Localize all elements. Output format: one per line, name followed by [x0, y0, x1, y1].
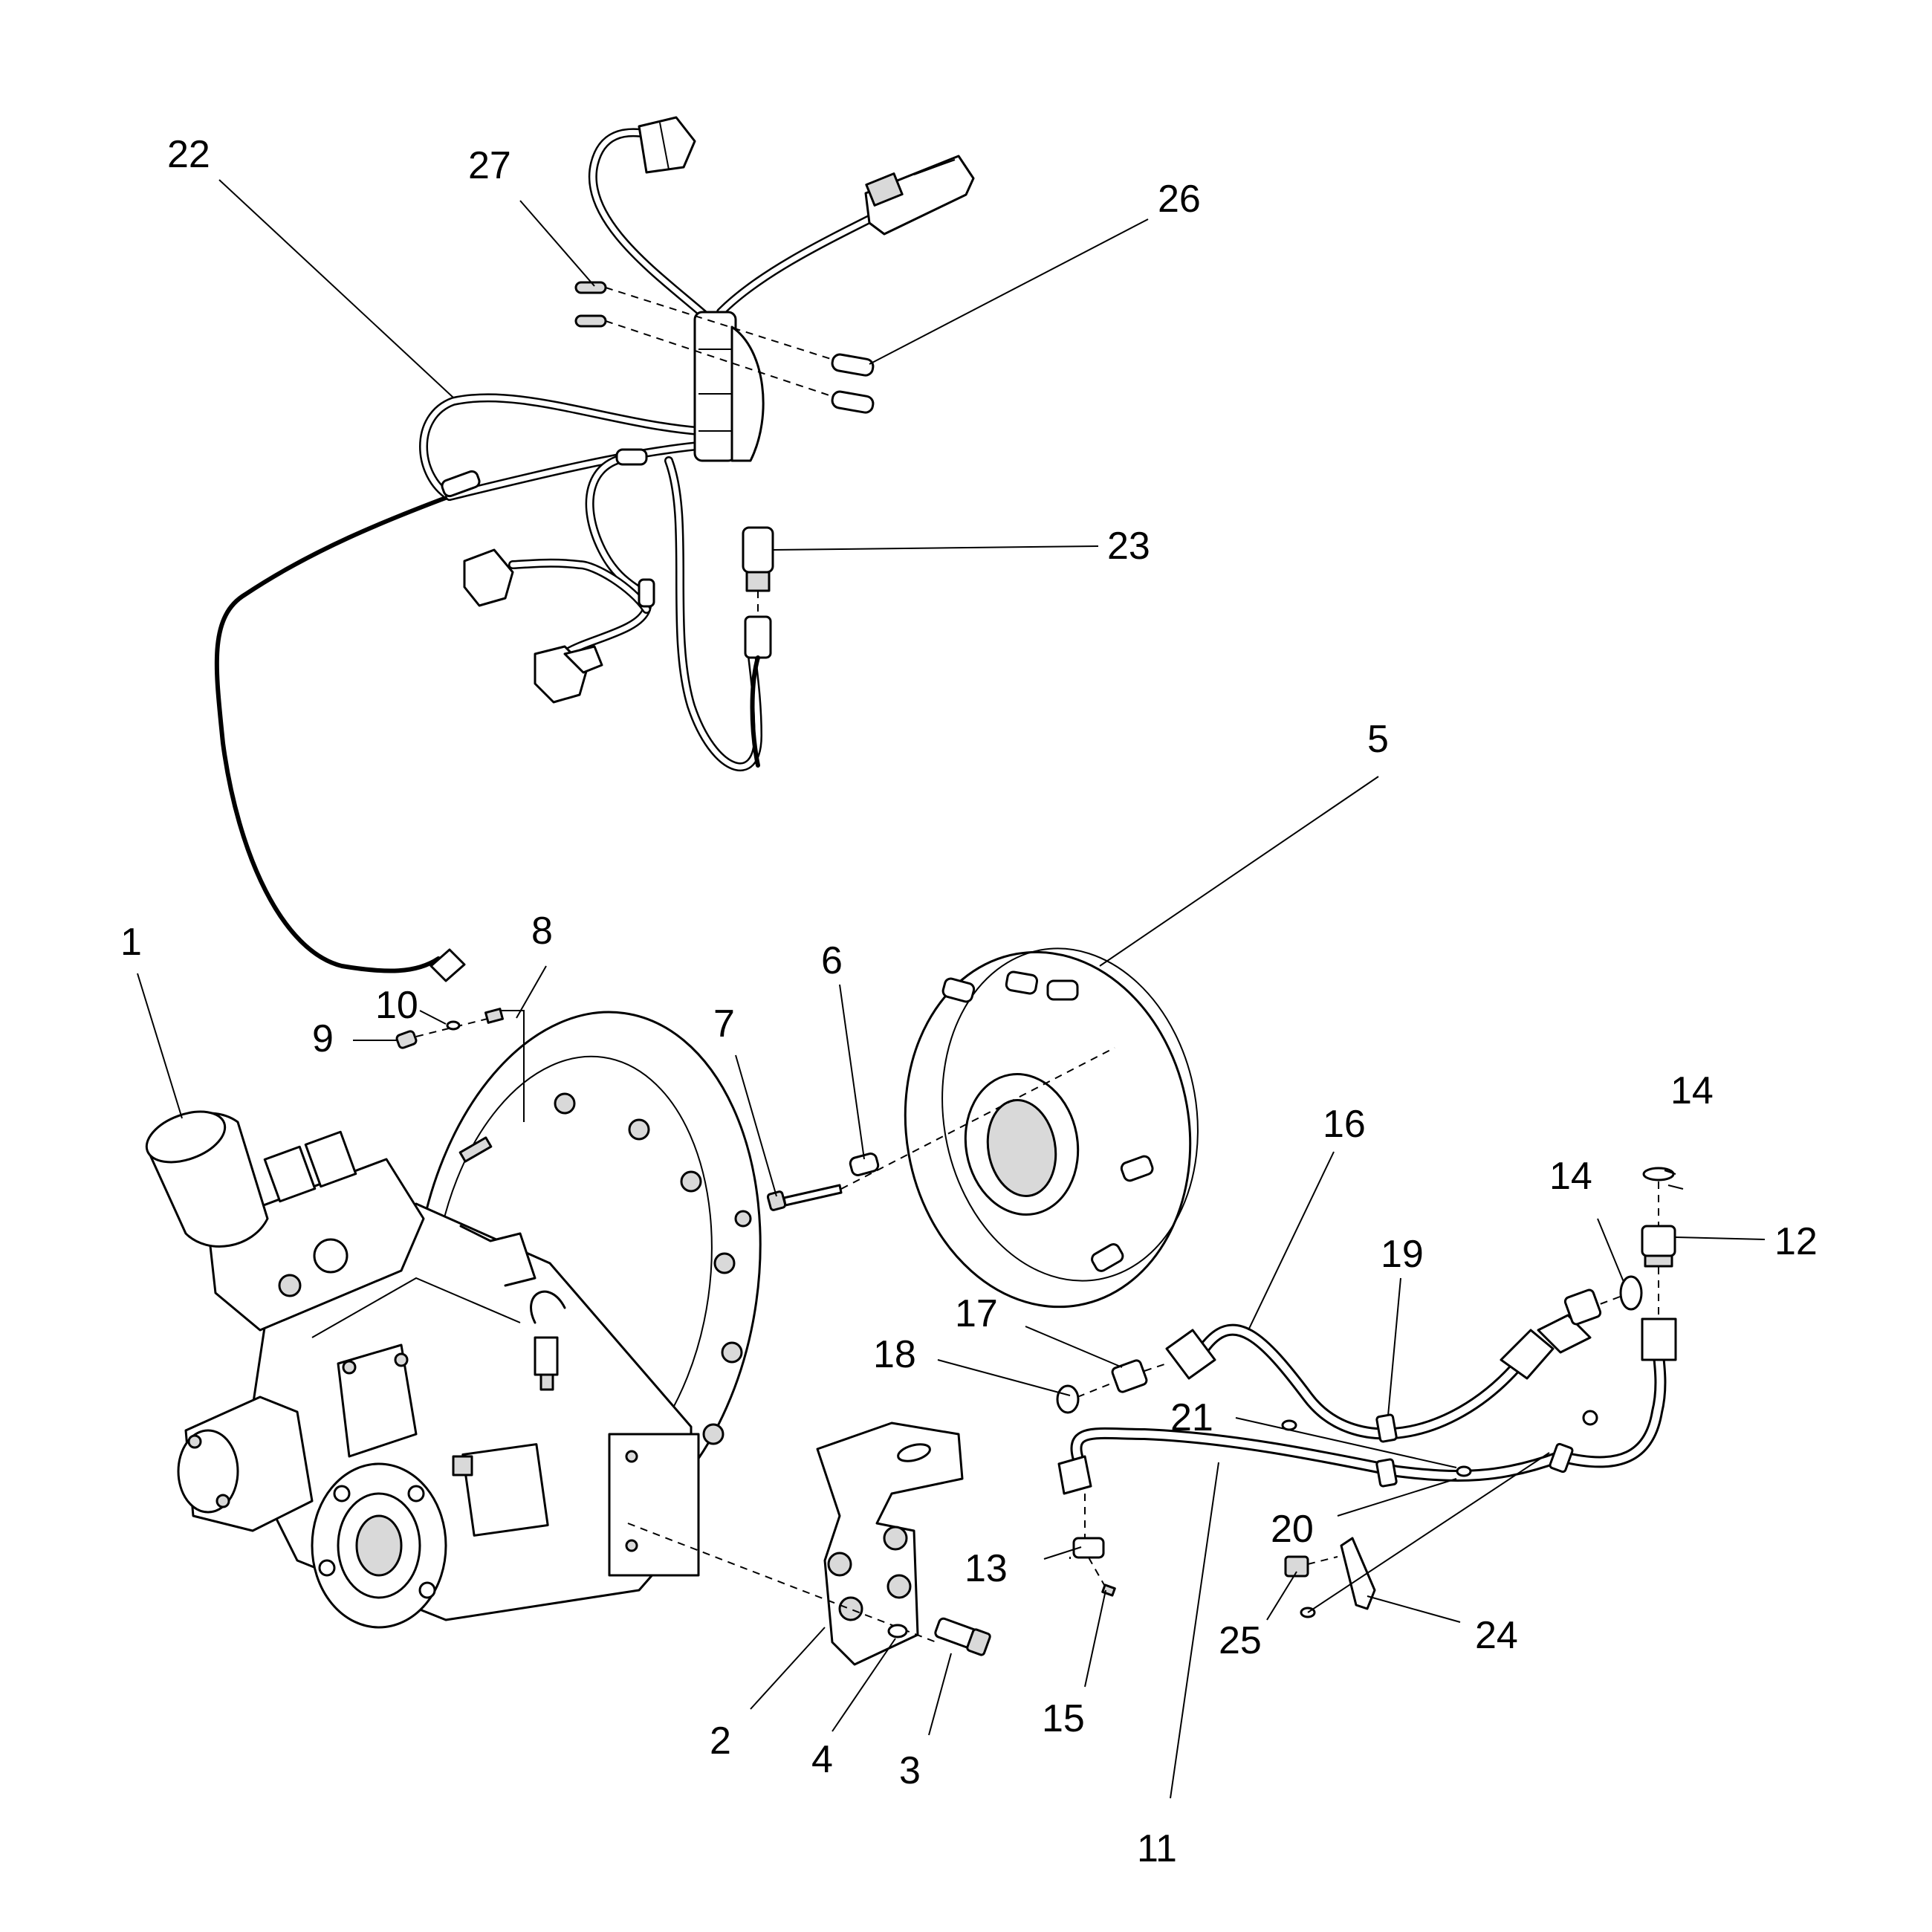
- callout-9: 9: [312, 1017, 334, 1060]
- callout-3: 3: [899, 1749, 921, 1792]
- sensor: [742, 526, 774, 768]
- breather-parts: [395, 1008, 525, 1122]
- callout-7: 7: [713, 1002, 735, 1046]
- callout-23: 23: [1107, 525, 1150, 568]
- callout-12: 12: [1774, 1220, 1818, 1263]
- callout-22: 22: [167, 133, 210, 176]
- callout-1: 1: [120, 921, 142, 964]
- callout-10: 10: [375, 984, 418, 1027]
- callout-2: 2: [710, 1719, 731, 1763]
- callout-27: 27: [468, 144, 511, 187]
- callout-26: 26: [1158, 178, 1201, 221]
- callout-8: 8: [531, 910, 553, 953]
- callout-18: 18: [873, 1333, 916, 1376]
- leader-lines: [137, 179, 1766, 1799]
- callout-14-top: 14: [1670, 1069, 1714, 1112]
- callout-labels: 22 27 26 23 5 6 7 8 10 9 1 16 14 14 12 1…: [120, 133, 1818, 1870]
- callout-17: 17: [955, 1292, 998, 1335]
- callout-13: 13: [965, 1547, 1008, 1590]
- callout-16: 16: [1323, 1103, 1366, 1146]
- callout-24: 24: [1475, 1614, 1518, 1657]
- callout-6: 6: [821, 939, 843, 982]
- callout-20: 20: [1271, 1508, 1314, 1551]
- callout-14-side: 14: [1549, 1155, 1592, 1198]
- flex-plate-bolt: [766, 1047, 1115, 1211]
- callout-5: 5: [1367, 718, 1389, 761]
- callout-4: 4: [811, 1738, 833, 1781]
- harness-pins: [574, 281, 875, 414]
- transmission-assembly: [145, 1011, 762, 1629]
- callout-15: 15: [1042, 1697, 1085, 1740]
- fittings: [1056, 1167, 1676, 1618]
- callout-25: 25: [1219, 1619, 1262, 1662]
- mount-bracket: [627, 1422, 991, 1666]
- callout-19: 19: [1381, 1233, 1424, 1276]
- wiring-harness: [214, 116, 975, 982]
- callout-11: 11: [1137, 1827, 1177, 1870]
- flex-plate-assembly: [904, 947, 1199, 1309]
- hose-assembly: [1057, 1314, 1677, 1495]
- callout-21: 21: [1170, 1396, 1213, 1439]
